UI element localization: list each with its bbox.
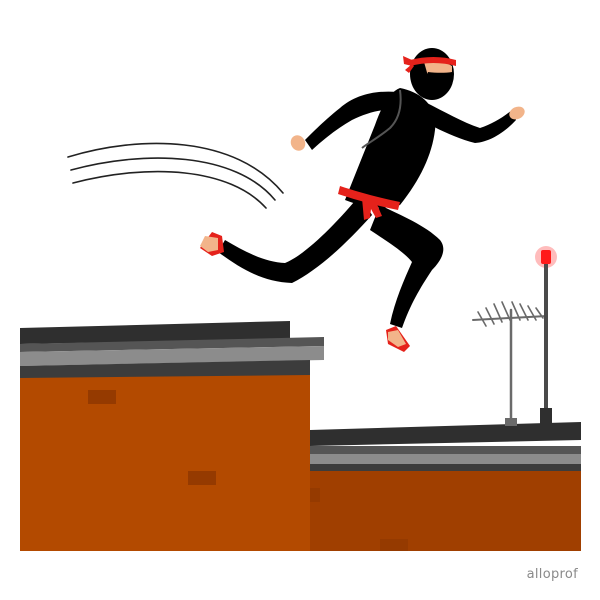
ninja-eye-mask — [426, 72, 452, 80]
right-building-wall — [310, 470, 581, 551]
motion-lines — [67, 142, 284, 209]
ninja-torso — [345, 88, 436, 208]
right-roof-top-edge — [310, 422, 581, 446]
right-brick — [308, 488, 320, 502]
right-brick — [380, 539, 408, 551]
left-roof-shadow — [20, 360, 310, 378]
ninja-belt-knot — [362, 198, 382, 220]
beacon-pole — [544, 264, 548, 410]
left-roof-light-band — [20, 346, 324, 366]
ninja-belt — [338, 186, 400, 210]
left-building-wall — [20, 375, 310, 551]
ninja-front-leg — [370, 205, 444, 328]
left-brick — [188, 471, 216, 485]
ninja-collar-line — [361, 89, 402, 149]
left-brick — [88, 390, 116, 404]
ninja-front-foot — [388, 330, 406, 347]
left-roof-top-edge — [20, 321, 290, 344]
ninja-headband-tails — [403, 56, 414, 73]
ninja-back-hand — [290, 135, 306, 151]
right-roof-band — [310, 446, 581, 454]
ninja-back-foot — [200, 236, 218, 252]
left-roof-band — [20, 337, 324, 352]
beacon-light — [541, 250, 551, 264]
ninja — [200, 48, 525, 352]
ninja-front-hand — [509, 106, 525, 120]
ninja-back-leg — [218, 195, 372, 283]
ninja-headband — [410, 57, 456, 66]
ninja-front-arm — [418, 102, 516, 143]
alloprof-logo: alloprof — [526, 567, 578, 582]
tv-antenna — [472, 301, 548, 426]
right-rooftop — [308, 422, 581, 551]
right-roof-light-band — [310, 454, 581, 464]
right-roof-shadow — [310, 464, 581, 471]
ninja-back-arm — [305, 91, 400, 150]
beacon-light-pole — [535, 246, 557, 424]
beacon-base — [540, 408, 552, 424]
left-rooftop — [20, 321, 324, 551]
